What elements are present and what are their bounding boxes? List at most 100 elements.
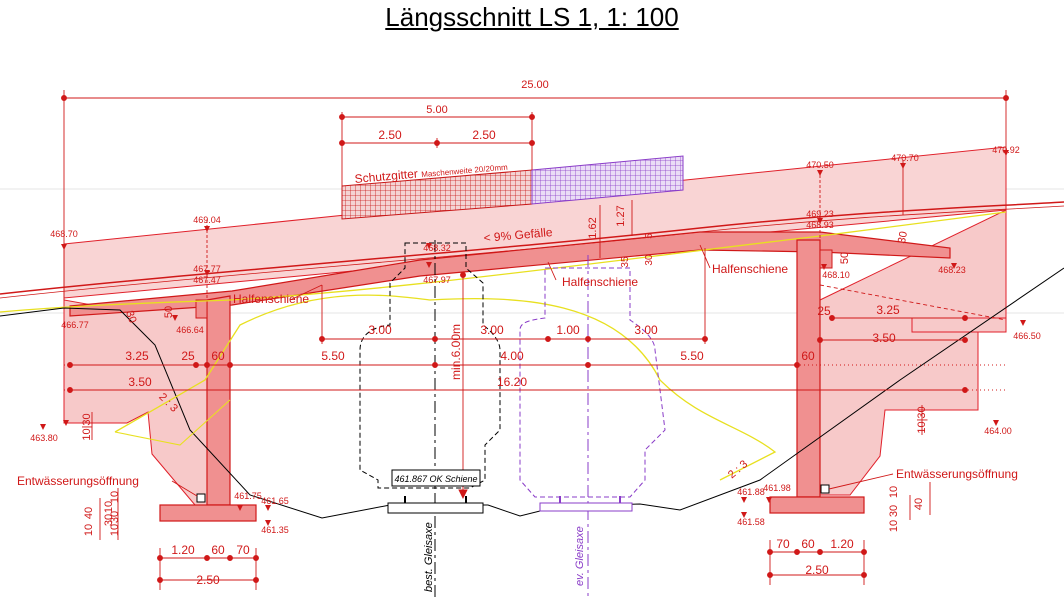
dim-3-00-b: 3.00: [480, 323, 504, 337]
gradient-label: < 9% Gefälle: [483, 225, 553, 245]
dim-60-left: 60: [211, 349, 225, 363]
dim-right-vert-30: 30: [888, 505, 900, 517]
dim-total-span: 25.00: [521, 79, 549, 91]
clearance-profile-future: [519, 267, 666, 498]
elevation-markers: [40, 150, 1026, 526]
dim-3-25-right: 3.25: [876, 303, 900, 317]
elev-469-23: 469.23: [806, 209, 834, 219]
fence-mesh-purple: [531, 155, 684, 205]
clearance-profile-existing: [359, 242, 501, 489]
dim-left-vert-10c: 10: [83, 524, 95, 536]
dim-3-25-left: 3.25: [125, 349, 149, 363]
elev-468-32: 468.32: [423, 243, 451, 253]
dim-35: 35: [620, 256, 631, 268]
elev-461-58: 461.58: [737, 517, 765, 527]
dim-50-left: 50: [163, 306, 175, 318]
right-cap-panel: [911, 317, 1007, 333]
road-surface-lines: [0, 201, 1064, 313]
elev-463-80: 463.80: [30, 433, 58, 443]
dim-5-mid: 5: [644, 233, 655, 239]
elev-467-47: 467.47: [193, 275, 221, 285]
dim-right-foot-60: 60: [801, 537, 815, 551]
dim-fence-total: 5.00: [426, 104, 447, 116]
dim-1-62: 1.62: [587, 217, 599, 238]
dim-25-right: 25: [817, 304, 831, 318]
slope-right: 2 : 3: [726, 458, 750, 481]
elev-461-65: 461.65: [261, 496, 289, 506]
right-frame-column: [796, 239, 821, 498]
annotation-texts: Schutzgitter Maschenweite 20/20mm < 9% G…: [17, 163, 1018, 488]
halfen-mid-label: Halfenschiene: [562, 275, 638, 289]
elev-470-92: 470.92: [992, 145, 1020, 155]
dim-right-vert-10b: 10: [888, 520, 900, 532]
clearance-height-label: min.6.00m: [449, 324, 463, 380]
left-drain-opening: [196, 493, 206, 503]
left-haunch: [195, 299, 208, 319]
elev-470-70: 470.70: [891, 153, 919, 163]
drain-right-label: Entwässerungsöffnung: [896, 467, 1018, 481]
dim-left-foot-60: 60: [211, 543, 225, 557]
dim-1-00: 1.00: [556, 323, 580, 337]
drain-left-label: Entwässerungsöffnung: [17, 474, 139, 488]
dim-30-right: 30: [896, 230, 910, 244]
dim-50-right: 50: [839, 252, 851, 264]
dim-3-50-right: 3.50: [872, 331, 896, 345]
protection-fence: [341, 155, 684, 220]
dim-3-50-left: 3.50: [128, 375, 152, 389]
dim-3-00-a: 3.00: [368, 323, 392, 337]
dim-left-vert-30: 30: [109, 511, 121, 523]
dim-3-00-c: 3.00: [634, 323, 658, 337]
elev-466-77: 466.77: [61, 320, 89, 330]
dimension-lines: [61, 90, 1009, 590]
ground-profile-yellow-lower: [114, 399, 231, 446]
elev-468-70: 468.70: [50, 229, 78, 239]
elevation-texts: 468.70 469.04 467.77 467.47 466.77 466.6…: [30, 145, 1041, 535]
dim-wing-right: 10|30: [916, 406, 928, 433]
rail-sleepers: [387, 496, 633, 514]
dim-right-vert-40: 40: [913, 498, 925, 510]
elev-461-75: 461.75: [234, 491, 262, 501]
existing-track-axis-label: best. Gleisaxe: [423, 522, 435, 592]
elev-461-98: 461.98: [763, 483, 791, 493]
dim-left-vert-10d: 10: [103, 501, 115, 513]
dim-left-vert-10b: 10: [109, 524, 121, 536]
dim-left-foot-70: 70: [236, 543, 250, 557]
elev-467-77: 467.77: [193, 264, 221, 274]
dimension-texts: 25.00 5.00 2.50 2.50 3.00 3.00 1.00 3.00…: [81, 79, 928, 587]
elev-461-35: 461.35: [261, 525, 289, 535]
dim-fence-right: 2.50: [472, 128, 496, 142]
dim-right-foot-250: 2.50: [805, 563, 829, 577]
dim-5-50-right: 5.50: [680, 349, 704, 363]
dim-left-foot-120: 1.20: [171, 543, 195, 557]
dim-right-foot-120: 1.20: [830, 537, 854, 551]
right-abutment-backfill: [819, 209, 1007, 496]
rail-top-callout: 461.867 OK Schiene: [391, 469, 481, 487]
left-frame-column: [206, 295, 231, 506]
left-footing: [159, 504, 257, 522]
elev-468-93: 468.93: [806, 220, 834, 230]
right-footing: [769, 496, 865, 514]
dim-right-vert-10a: 10: [888, 486, 900, 498]
elev-466-50: 466.50: [1013, 331, 1041, 341]
dim-left-vert-30b: 30: [103, 514, 115, 526]
halfen-right-label: Halfenschiene: [712, 262, 788, 276]
dim-wing-left: 10|30: [81, 413, 93, 440]
dim-5-50-left: 5.50: [321, 349, 345, 363]
elev-464-00: 464.00: [984, 426, 1012, 436]
dim-30-left: 30: [123, 309, 138, 325]
dim-fence-left: 2.50: [378, 128, 402, 142]
dim-1-27: 1.27: [615, 205, 627, 226]
elev-468-23: 468.23: [938, 265, 966, 275]
frame-deck-slab: [69, 231, 951, 317]
dim-left-vert-40: 40: [83, 507, 95, 519]
halfen-left-label: Halfenschiene: [233, 292, 309, 306]
ground-profile-yellow: [114, 294, 777, 481]
elev-467-97: 467.97: [423, 275, 451, 285]
right-drain-opening: [820, 484, 830, 494]
rail-top-label: 461.867 OK Schiene: [394, 474, 477, 484]
elev-469-04: 469.04: [193, 215, 221, 225]
elev-468-10: 468.10: [822, 270, 850, 280]
dim-30-mid: 30: [644, 254, 655, 266]
dim-4-00: 4.00: [500, 349, 524, 363]
